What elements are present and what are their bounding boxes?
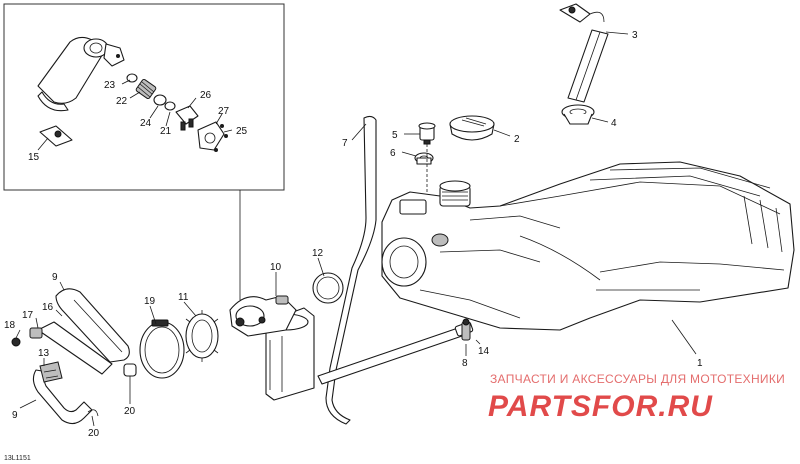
- vent-tube: [325, 115, 377, 425]
- watermark-tagline: ЗАПЧАСТИ И АКСЕССУАРЫ ДЛЯ МОТОТЕХНИКИ: [490, 372, 785, 386]
- callout-5: 5: [392, 130, 398, 141]
- fuel-pump-module: [229, 295, 315, 401]
- callout-15: 15: [28, 152, 40, 163]
- fuel-pump-detail-inset: [3, 3, 285, 300]
- callout-19: 19: [144, 296, 156, 307]
- callout-9a: 9: [52, 272, 58, 283]
- vent-fitting: [461, 318, 471, 341]
- hose-clip: [87, 409, 99, 417]
- fuel-hose-upper: [37, 288, 130, 375]
- callout-20a: 20: [124, 406, 136, 417]
- callout-6: 6: [390, 148, 396, 159]
- watermark-logo: PARTSFOR.RU: [488, 390, 713, 423]
- callout-4: 4: [611, 118, 617, 129]
- vent-valve: [418, 122, 436, 145]
- callout-16: 16: [42, 302, 54, 313]
- callout-11: 11: [178, 292, 189, 303]
- pump-bracket: [39, 125, 73, 147]
- watermark: ЗАПЧАСТИ И АКСЕССУАРЫ ДЛЯ МОТОТЕХНИКИ PA…: [488, 372, 785, 423]
- mounting-plate: [197, 121, 228, 152]
- valve-grommet: [414, 152, 434, 165]
- hose-connector-left: [29, 327, 43, 339]
- fuel-pump-housing: [37, 36, 125, 112]
- callout-8: 8: [462, 358, 468, 369]
- callout-25: 25: [236, 126, 248, 137]
- fuel-cap: [449, 115, 495, 141]
- callout-10: 10: [270, 262, 282, 273]
- callout-7: 7: [342, 138, 348, 149]
- seal-ring: [153, 94, 167, 106]
- filter-element: [135, 78, 157, 100]
- leader-lines: [15, 31, 697, 427]
- fuel-hose-lower: [32, 361, 93, 425]
- callout-26: 26: [200, 90, 212, 101]
- pump-connector: [175, 105, 199, 131]
- pump-o-ring: [312, 272, 344, 304]
- callout-3: 3: [632, 30, 638, 41]
- hose-bolt: [11, 337, 21, 347]
- callout-18: 18: [4, 320, 16, 331]
- callout-21: 21: [160, 126, 172, 137]
- callout-14: 14: [478, 346, 490, 357]
- fuel-tank: [381, 161, 795, 331]
- filler-hose: [559, 3, 609, 103]
- callout-13: 13: [38, 348, 50, 359]
- callout-22: 22: [116, 96, 128, 107]
- callout-24: 24: [140, 118, 152, 129]
- callout-17: 17: [22, 310, 34, 321]
- diagram-reference: 13L1151: [4, 455, 31, 462]
- callout-9b: 9: [12, 410, 18, 421]
- callout-labels: 1 2 3 4 5 6 7 8 9 9 10 11 12 13 14 15 16…: [4, 30, 703, 439]
- o-ring: [164, 101, 176, 111]
- callout-1: 1: [697, 358, 703, 369]
- callout-23: 23: [104, 80, 116, 91]
- callout-20b: 20: [88, 428, 100, 439]
- pump-locking-ring: [185, 310, 219, 362]
- clamp-ring: [139, 319, 185, 379]
- callout-12: 12: [312, 248, 324, 259]
- hose-clamp: [123, 363, 137, 377]
- callout-2: 2: [514, 134, 520, 145]
- hose-grommet: [561, 104, 595, 125]
- filler-neck: [439, 180, 471, 207]
- callout-27: 27: [218, 106, 230, 117]
